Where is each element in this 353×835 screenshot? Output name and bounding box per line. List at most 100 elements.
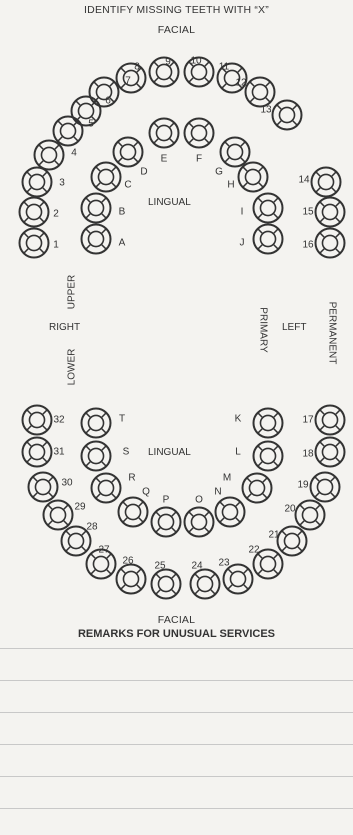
tooth-K[interactable] <box>254 409 283 438</box>
tooth-number-24: 24 <box>191 561 203 572</box>
tooth-30[interactable] <box>29 473 58 502</box>
tooth-number-11: 11 <box>219 62 230 73</box>
tooth-9[interactable] <box>150 58 179 87</box>
tooth-31[interactable] <box>23 438 52 467</box>
tooth-number-2: 2 <box>53 209 59 220</box>
tooth-number-25: 25 <box>154 561 166 572</box>
remarks-line[interactable] <box>0 744 353 745</box>
remarks-line[interactable] <box>0 648 353 649</box>
tooth-number-S: S <box>123 447 130 458</box>
tooth-4[interactable] <box>35 141 64 170</box>
tooth-number-4: 4 <box>71 148 77 159</box>
tooth-number-T: T <box>119 414 125 425</box>
tooth-number-3: 3 <box>59 178 65 189</box>
tooth-14[interactable] <box>312 168 341 197</box>
tooth-M[interactable] <box>243 474 272 503</box>
tooth-J[interactable] <box>254 225 283 254</box>
tooth-D[interactable] <box>114 138 143 167</box>
tooth-number-M: M <box>223 473 231 484</box>
tooth-Q[interactable] <box>119 498 148 527</box>
tooth-number-30: 30 <box>61 478 73 489</box>
tooth-number-20: 20 <box>284 504 296 515</box>
tooth-O[interactable] <box>185 508 214 537</box>
tooth-E[interactable] <box>150 119 179 148</box>
tooth-number-R: R <box>128 473 135 484</box>
tooth-19[interactable] <box>311 473 340 502</box>
tooth-29[interactable] <box>44 501 73 530</box>
tooth-number-16: 16 <box>302 240 314 251</box>
tooth-24[interactable] <box>191 570 220 599</box>
facial-bottom-label: FACIAL <box>0 614 353 626</box>
tooth-number-15: 15 <box>302 207 314 218</box>
tooth-number-8: 8 <box>134 62 140 73</box>
tooth-number-K: K <box>235 414 242 425</box>
tooth-number-F: F <box>196 154 202 165</box>
right-label: RIGHT <box>49 322 80 333</box>
tooth-number-A: A <box>119 238 126 249</box>
tooth-number-19: 19 <box>297 480 309 491</box>
tooth-I[interactable] <box>254 194 283 223</box>
tooth-26[interactable] <box>117 565 146 594</box>
tooth-number-12: 12 <box>235 78 247 89</box>
tooth-P[interactable] <box>152 508 181 537</box>
tooth-number-I: I <box>241 207 244 218</box>
tooth-C[interactable] <box>92 163 121 192</box>
lingual-upper-label: LINGUAL <box>148 197 191 208</box>
remarks-line[interactable] <box>0 712 353 713</box>
tooth-25[interactable] <box>152 570 181 599</box>
tooth-number-G: G <box>215 167 223 178</box>
remarks-line[interactable] <box>0 776 353 777</box>
tooth-number-22: 22 <box>248 545 260 556</box>
tooth-32[interactable] <box>23 406 52 435</box>
tooth-H[interactable] <box>239 163 268 192</box>
tooth-number-B: B <box>119 207 126 218</box>
tooth-number-J: J <box>240 238 245 249</box>
tooth-number-Q: Q <box>142 487 150 498</box>
tooth-number-31: 31 <box>53 447 65 458</box>
tooth-A[interactable] <box>82 225 111 254</box>
tooth-number-H: H <box>227 180 234 191</box>
tooth-16[interactable] <box>316 229 345 258</box>
tooth-number-32: 32 <box>53 415 65 426</box>
tooth-23[interactable] <box>224 565 253 594</box>
tooth-number-14: 14 <box>298 175 310 186</box>
tooth-S[interactable] <box>82 442 111 471</box>
tooth-R[interactable] <box>92 474 121 503</box>
tooth-17[interactable] <box>316 406 345 435</box>
tooth-number-9: 9 <box>165 57 171 68</box>
primary-label: PRIMARY <box>258 307 269 352</box>
tooth-1[interactable] <box>20 229 49 258</box>
tooth-number-29: 29 <box>74 502 86 513</box>
tooth-B[interactable] <box>82 194 111 223</box>
tooth-number-26: 26 <box>122 556 134 567</box>
tooth-number-C: C <box>124 180 131 191</box>
remarks-line[interactable] <box>0 680 353 681</box>
tooth-2[interactable] <box>20 198 49 227</box>
tooth-18[interactable] <box>316 438 345 467</box>
tooth-15[interactable] <box>316 198 345 227</box>
tooth-13[interactable] <box>273 101 302 130</box>
remarks-line[interactable] <box>0 808 353 809</box>
tooth-number-10: 10 <box>190 56 202 67</box>
tooth-21[interactable] <box>278 527 307 556</box>
tooth-7[interactable] <box>90 78 119 107</box>
tooth-number-13: 13 <box>260 105 272 116</box>
upper-label: UPPER <box>67 275 78 309</box>
tooth-5[interactable] <box>54 117 83 146</box>
tooth-number-1: 1 <box>53 240 59 251</box>
tooth-T[interactable] <box>82 409 111 438</box>
lower-label: LOWER <box>67 349 78 386</box>
tooth-F[interactable] <box>185 119 214 148</box>
tooth-number-23: 23 <box>218 558 230 569</box>
tooth-number-21: 21 <box>268 530 280 541</box>
tooth-L[interactable] <box>254 442 283 471</box>
tooth-G[interactable] <box>221 138 250 167</box>
tooth-8[interactable] <box>117 64 146 93</box>
tooth-N[interactable] <box>216 498 245 527</box>
tooth-3[interactable] <box>23 168 52 197</box>
tooth-20[interactable] <box>296 501 325 530</box>
tooth-number-L: L <box>235 447 241 458</box>
tooth-number-18: 18 <box>302 449 314 460</box>
tooth-12[interactable] <box>246 78 275 107</box>
